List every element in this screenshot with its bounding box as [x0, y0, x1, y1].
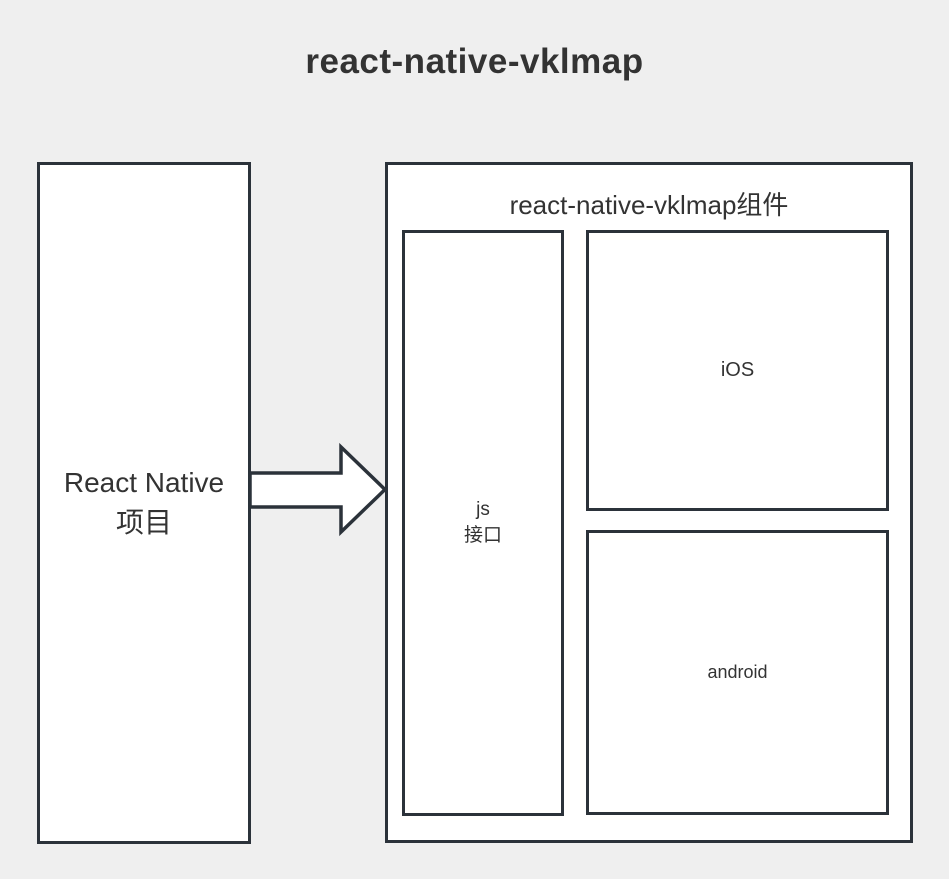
react-native-project-label-line1: React Native [63, 467, 225, 498]
android-box[interactable]: android [586, 530, 889, 815]
js-interface-label-line2: 接口 [463, 525, 502, 546]
react-native-project-label-line2: 项目 [115, 507, 172, 538]
ios-label: iOS [720, 359, 755, 381]
react-native-project-label: React Native 项目 [40, 165, 248, 841]
js-interface-label: js 接口 [405, 233, 561, 813]
js-interface-box[interactable]: js 接口 [402, 230, 564, 816]
vklmap-component-container[interactable]: react-native-vklmap组件 js 接口 iOS android [385, 162, 913, 843]
right-arrow-icon [248, 442, 388, 537]
ios-box[interactable]: iOS [586, 230, 889, 511]
react-native-project-box[interactable]: React Native 项目 [37, 162, 251, 844]
page-title: react-native-vklmap [305, 42, 644, 81]
android-label: android [707, 662, 768, 682]
js-interface-label-line1: js [476, 499, 490, 520]
vklmap-component-title: react-native-vklmap组件 [509, 190, 789, 220]
